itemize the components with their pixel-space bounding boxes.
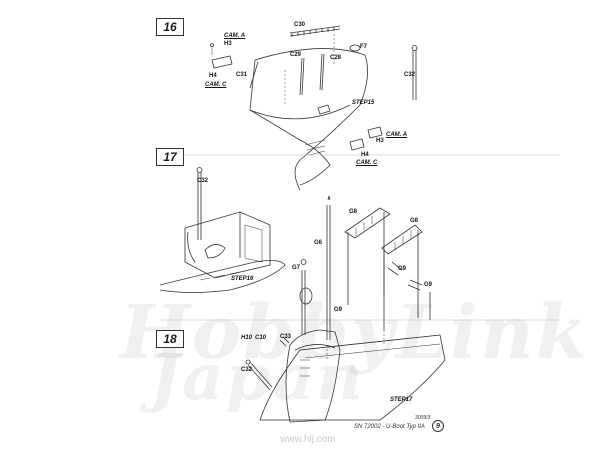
part-label-c30: C30 — [294, 22, 306, 28]
part-label-g8-right: G8 — [410, 218, 419, 224]
part-label-c31: C31 — [236, 72, 248, 78]
step-number-17: 17 — [156, 148, 184, 166]
part-label-f7: F7 — [360, 44, 368, 50]
watermark-url: www.hlj.com — [280, 434, 336, 445]
part-label-h3-b: H3 — [376, 138, 384, 144]
part-label-c10: C10 — [255, 335, 267, 341]
step-number-18: 18 — [156, 330, 184, 348]
step16-drawing — [210, 25, 418, 191]
camo-label-a-b: CAM. A — [386, 132, 408, 138]
step-ref-15: STEP15 — [352, 100, 375, 106]
page-number: 9 — [432, 420, 444, 432]
part-label-g6: G6 — [314, 240, 323, 246]
part-label-c29: C29 — [290, 52, 302, 58]
camo-label-c: CAM. C — [205, 82, 227, 88]
footer-title: SN 72002 - U-Boot Typ IIA — [354, 424, 425, 430]
step17-drawing — [159, 167, 286, 293]
part-label-g9-c: G9 — [424, 282, 433, 288]
part-label-g9-a: G9 — [398, 266, 407, 272]
step18-drawing — [245, 195, 446, 423]
part-label-g7: G7 — [292, 265, 301, 271]
step-ref-17: STEP17 — [390, 397, 413, 403]
step-ref-16: STEP16 — [231, 276, 254, 282]
camo-label-a: CAM. A — [224, 33, 246, 39]
step-number-16: 16 — [156, 18, 184, 36]
part-label-c33: C33 — [280, 334, 292, 340]
part-label-h10: H10 — [241, 335, 253, 341]
part-label-h4-b: H4 — [361, 152, 369, 158]
part-label-c32-s17: C32 — [197, 178, 209, 184]
part-label-h4: H4 — [209, 73, 217, 79]
part-label-h3: H3 — [224, 41, 232, 47]
camo-label-c-b: CAM. C — [356, 160, 378, 166]
part-label-g8-left: G8 — [349, 209, 358, 215]
part-label-c28: C28 — [330, 55, 342, 61]
part-label-c32-s18: C32 — [241, 367, 253, 373]
footer-code: 3009/3 — [415, 415, 431, 421]
part-label-c32: C32 — [404, 72, 416, 78]
part-label-g9-b: G9 — [334, 307, 343, 313]
